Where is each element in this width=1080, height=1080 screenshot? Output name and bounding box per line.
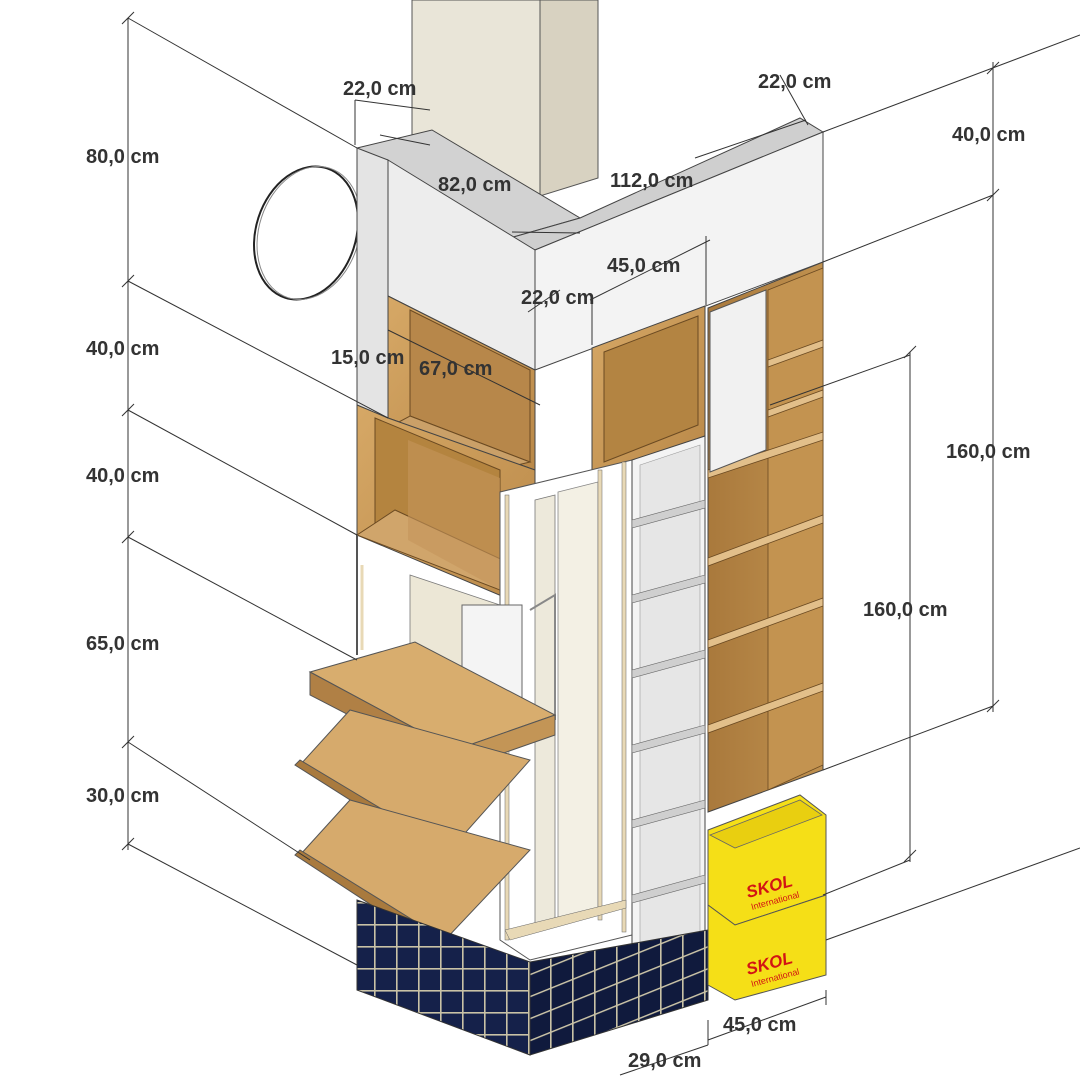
dim-left-band-1: 40,0 cm [86,338,159,360]
upper-left-niche [387,295,536,471]
dim-top-right-depth: 22,0 cm [758,71,831,93]
upper-white-beam [355,117,825,419]
dim-top-left-depth: 22,0 cm [343,78,416,100]
white-shelf-cabinet [631,435,706,961]
dimension-labels: 80,0 cm 40,0 cm 40,0 cm 65,0 cm 30,0 cm … [86,71,1031,1072]
dim-left-band-2: 40,0 cm [86,465,159,487]
dim-front-upper-depth: 22,0 cm [521,287,594,309]
dimension-lines [121,11,1080,1076]
dim-top-right-height: 40,0 cm [952,124,1025,146]
dim-beam-right: 112,0 cm [610,170,693,192]
dim-left-band-3: 65,0 cm [86,633,159,655]
beer-crate-bottom: SKOL International [707,894,827,1001]
dim-base-depth: 29,0 cm [628,1050,701,1072]
dim-beam-left: 82,0 cm [438,174,511,196]
dim-front-upper-width: 45,0 cm [607,255,680,277]
tiled-base [356,899,709,1056]
right-wood-shelving [707,261,824,813]
round-mirror [253,165,362,301]
dim-base-width: 45,0 cm [723,1014,796,1036]
dim-niche-depth: 15,0 cm [331,347,404,369]
middle-front-cubby [591,305,706,479]
dim-niche-width: 67,0 cm [419,358,492,380]
beer-crate-top: SKOL International [707,794,827,926]
dim-right-shelf-height: 160,0 cm [946,441,1031,463]
dim-inner-height: 160,0 cm [863,599,948,621]
dim-left-band-4: 30,0 cm [86,785,159,807]
middle-left-cubby [355,404,537,611]
dim-left-total: 80,0 cm [86,146,159,168]
